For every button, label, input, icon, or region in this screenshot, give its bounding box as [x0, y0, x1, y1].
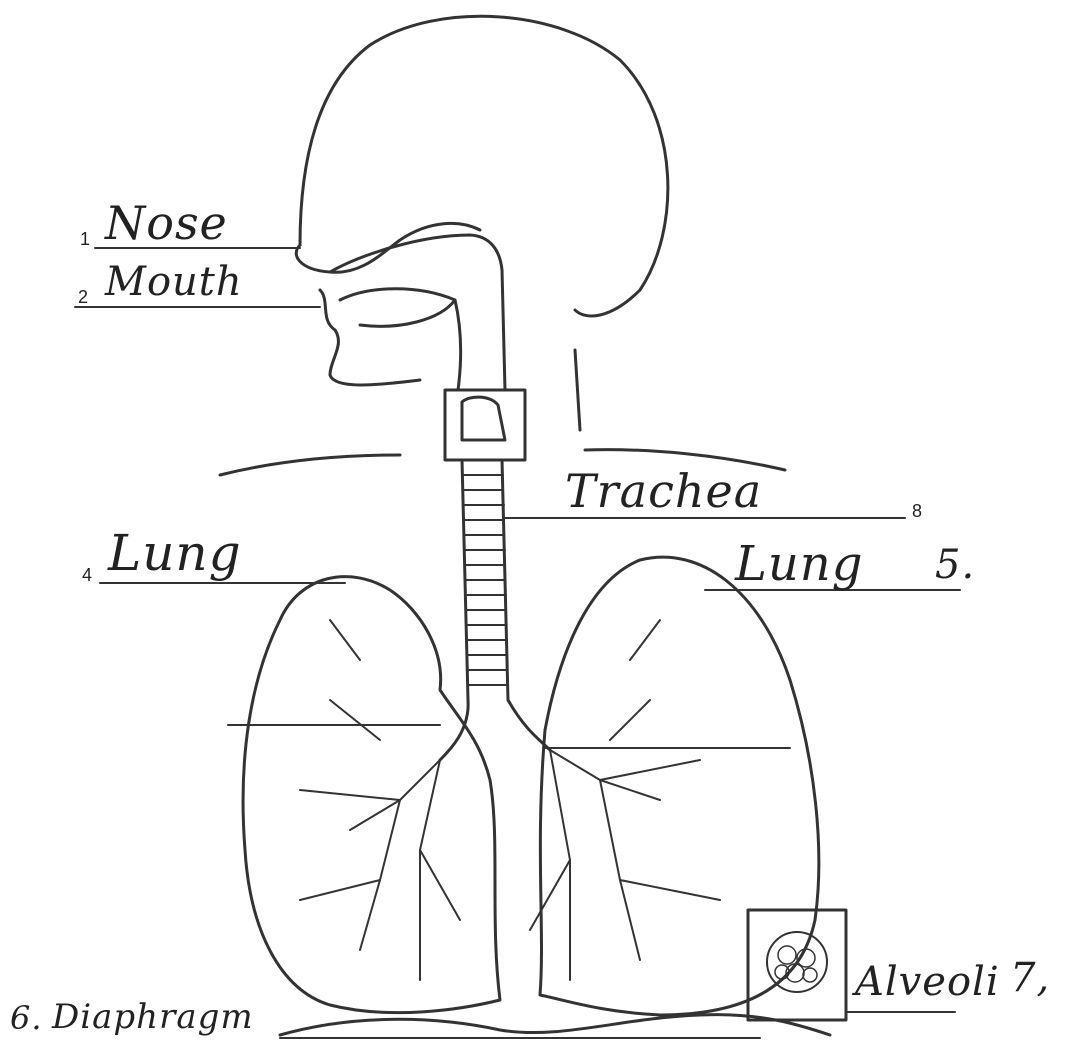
neck-back — [575, 350, 580, 430]
mouth-number: 2 — [78, 288, 88, 306]
alveoli-label: Alveoli — [855, 962, 1000, 1002]
trachea-number: 8 — [912, 502, 922, 520]
tongue — [340, 289, 455, 327]
nose-number: 1 — [80, 230, 90, 248]
nose-label: Nose — [105, 200, 228, 246]
mouth-label: Mouth — [105, 262, 243, 302]
diaphragm-label: Diaphragm — [52, 1000, 254, 1034]
leader-lines — [75, 248, 960, 1038]
right-lung — [540, 557, 819, 1015]
mouth-outline — [320, 290, 420, 385]
head-outline — [300, 16, 668, 316]
right-bronchus — [508, 700, 550, 750]
larynx-box — [445, 390, 525, 460]
lung-right-number: 5. — [935, 545, 975, 585]
larynx — [462, 397, 505, 440]
left-shoulder — [220, 455, 400, 475]
trachea-rings — [463, 475, 508, 685]
bronchial-tree — [300, 620, 720, 980]
alveoli-number: 7, — [1010, 958, 1050, 998]
left-lung — [243, 577, 500, 1013]
trachea-label: Trachea — [565, 468, 762, 514]
lung-right-label: Lung — [735, 540, 863, 588]
lung-left-number: 4 — [82, 566, 92, 584]
nasal-cavity — [330, 235, 505, 390]
diaphragm-number: 6. — [10, 1002, 43, 1034]
pharynx — [455, 300, 461, 390]
lung-left-label: Lung — [108, 528, 242, 578]
